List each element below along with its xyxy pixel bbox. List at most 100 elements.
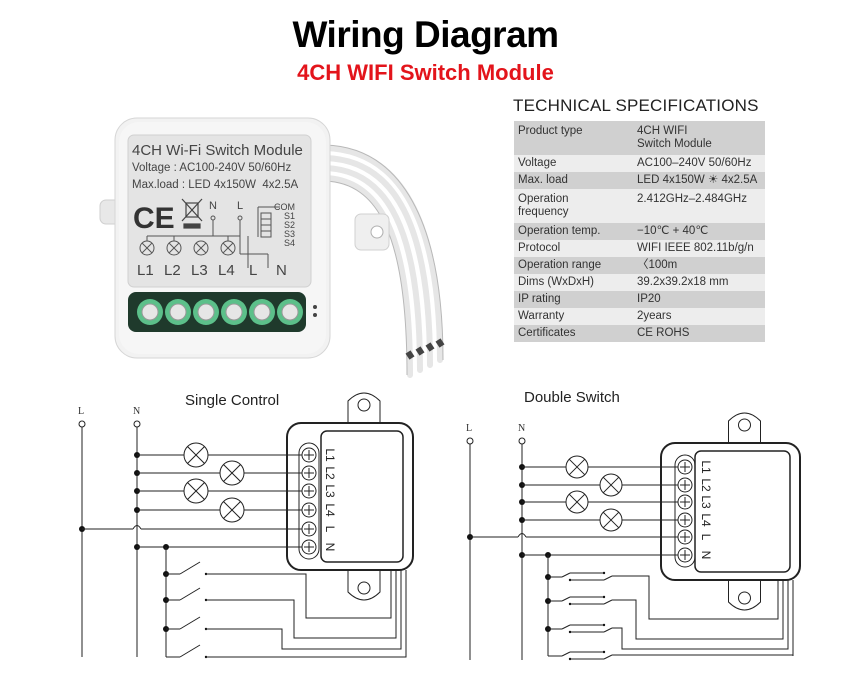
- lamp-icon: [183, 478, 209, 504]
- switch-icon: [561, 624, 571, 630]
- spec-value: 〈100m: [633, 257, 765, 274]
- lamp-cross: [568, 458, 586, 476]
- mount-hole-icon: [357, 581, 371, 595]
- terminal-label-n: N: [276, 262, 287, 279]
- switch-return-wire: [612, 599, 784, 640]
- line-terminal-icon: [466, 437, 474, 445]
- terminal-screw-icon: [301, 483, 317, 499]
- lamp-circle: [183, 442, 209, 468]
- terminal-label: L2: [323, 466, 337, 480]
- wire-crossover: [132, 525, 142, 530]
- switch-contact: [602, 571, 606, 575]
- junction-dot: [163, 571, 169, 577]
- switch-icon: [179, 644, 201, 658]
- switch-contact: [568, 578, 572, 582]
- wire-crossover: [517, 533, 527, 538]
- switch-return-wire: [206, 608, 407, 658]
- spec-row: Operation temp.−10℃ + 40℃: [514, 223, 765, 240]
- lamp-cross: [223, 464, 241, 482]
- terminal-label-l4: L4: [218, 262, 235, 279]
- spec-value: 2.412GHz–2.484GHz: [633, 189, 765, 223]
- switch-icon: [603, 599, 613, 605]
- device-label-load: Max.load : LED 4x150W 4x2.5A: [132, 179, 299, 191]
- junction-dot: [519, 482, 525, 488]
- spec-key: Voltage: [514, 155, 633, 172]
- status-led-icon: [313, 305, 317, 309]
- switch-return-wire: [206, 608, 402, 650]
- diagram-single-title: Single Control: [185, 392, 280, 409]
- lamp-circle: [565, 455, 589, 479]
- switch-icon: [561, 572, 571, 578]
- junction-dot: [79, 526, 85, 532]
- terminal-screw-icon: [301, 447, 317, 463]
- module-label-panel: [320, 430, 404, 563]
- terminal-label-l3: L3: [191, 262, 208, 279]
- terminal-screw-icon: [677, 547, 693, 563]
- mount-hole-icon: [357, 398, 371, 412]
- pin-s2: S2: [284, 220, 296, 230]
- switch-contact: [568, 657, 572, 661]
- lamp-cross: [223, 501, 241, 519]
- lamp-cross: [223, 464, 241, 482]
- mount-hole-icon: [738, 591, 751, 605]
- terminal-screw-icon: [677, 459, 693, 475]
- lamp-icon: [183, 442, 209, 468]
- junction-dot: [163, 544, 169, 550]
- device-wires: [322, 145, 443, 378]
- junction-dot: [163, 597, 169, 603]
- neutral-label: N: [133, 406, 140, 417]
- switch-return-wire: [612, 618, 789, 650]
- junction-dot: [545, 598, 551, 604]
- ce-mark-icon: CE: [133, 202, 175, 235]
- switch-return-wire: [612, 575, 779, 620]
- junction-dot: [134, 507, 140, 513]
- terminal-label: L3: [323, 484, 337, 498]
- terminal-label: N: [699, 551, 713, 560]
- switch-contact: [602, 623, 606, 627]
- spec-row: Operation range〈100m: [514, 257, 765, 274]
- spec-key: Certificates: [514, 325, 633, 342]
- switch-contact: [602, 650, 606, 654]
- line-label: L: [466, 423, 472, 434]
- module-body: [286, 422, 414, 571]
- spec-value: AC100–240V 50/60Hz: [633, 155, 765, 172]
- switch-contact: [204, 572, 208, 576]
- terminal-screw-icon: [301, 521, 317, 537]
- spec-value: WIFI IEEE 802.11b/g/n: [633, 240, 765, 257]
- terminal-label: L1: [323, 448, 337, 462]
- lamp-cross: [568, 493, 586, 511]
- lamp-cross: [223, 501, 241, 519]
- label-lamp-icons: [139, 240, 236, 256]
- switch-icon: [603, 627, 613, 633]
- terminal-block: [298, 442, 320, 560]
- spec-key: Operation range: [514, 257, 633, 274]
- line-label: L: [78, 406, 84, 417]
- terminal-screw-icon: [677, 477, 693, 493]
- lamp-circle: [599, 508, 623, 532]
- junction-dot: [519, 464, 525, 470]
- page-title: Wiring Diagram: [292, 14, 559, 55]
- device-label-title: 4CH Wi-Fi Switch Module: [132, 142, 303, 159]
- lamp-circle: [599, 473, 623, 497]
- line-terminal-icon: [78, 420, 86, 428]
- page-subtitle: 4CH WIFI Switch Module: [297, 60, 554, 85]
- lamp-cross: [187, 482, 205, 500]
- switch-icon: [603, 654, 613, 660]
- terminal-screw-icon: [301, 539, 317, 555]
- switch-contact: [204, 598, 208, 602]
- lamp-cross: [602, 476, 620, 494]
- wire-markings: [405, 338, 445, 360]
- switch-contact: [568, 630, 572, 634]
- device-label-voltage: Voltage : AC100-240V 50/60Hz: [132, 162, 292, 174]
- lamp-circle: [219, 497, 245, 523]
- switch-icon: [561, 596, 571, 602]
